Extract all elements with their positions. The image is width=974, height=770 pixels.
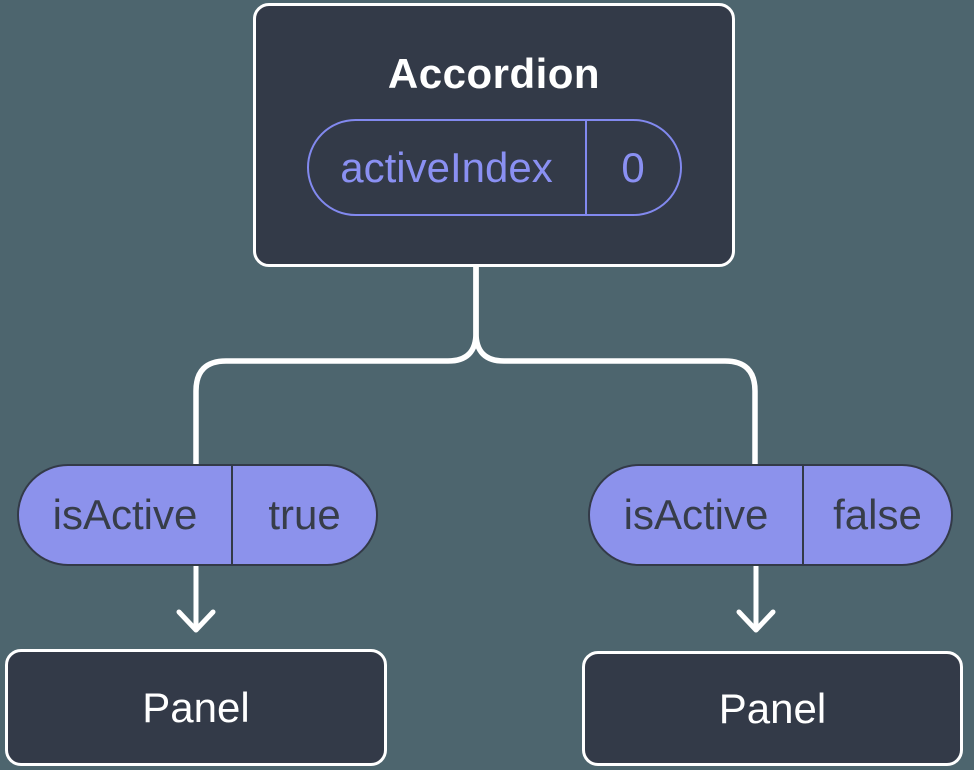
prop-name-label: isActive [623,491,769,538]
panel-node-left: Panel [5,649,387,766]
arrow-down-right-icon [736,561,776,633]
arrow-down-left-icon [176,561,216,633]
accordion-node: Accordion activeIndex 0 [253,3,735,267]
accordion-node-title: Accordion [387,50,601,97]
prop-pill-divider [231,466,233,564]
branch-line-right [473,259,758,471]
prop-pill-divider [584,121,587,214]
branch-line-left [193,259,479,471]
is-active-false-pill: isActive false [588,464,953,566]
panel-node-right: Panel [582,651,963,766]
prop-value-label: true [268,491,341,538]
prop-name-label: isActive [52,491,198,538]
prop-name-label: activeIndex [340,143,553,191]
prop-pill-divider [802,466,804,564]
panel-node-label: Panel [718,684,827,732]
is-active-true-pill: isActive true [17,464,378,566]
panel-node-label: Panel [142,683,250,731]
prop-value-label: false [833,491,922,538]
prop-value-label: 0 [621,143,645,191]
state-prop-pill: activeIndex 0 [306,119,682,216]
